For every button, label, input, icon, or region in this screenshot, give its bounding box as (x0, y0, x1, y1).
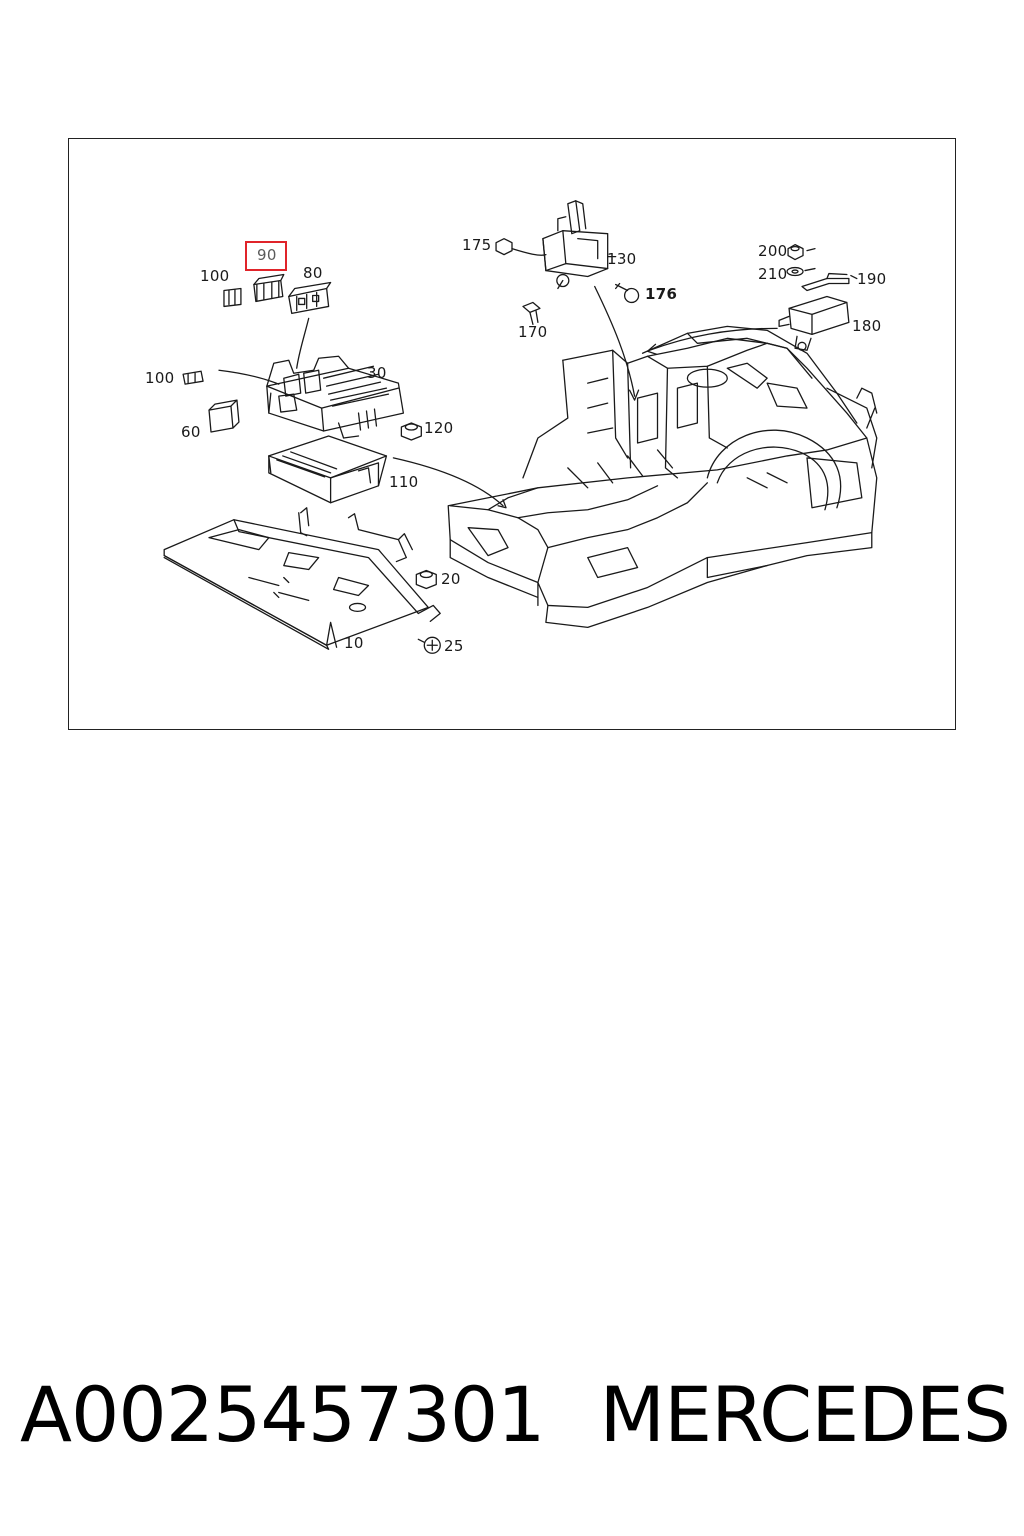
part-176-screw (615, 282, 640, 304)
callout-210: 210 (758, 265, 788, 283)
car-body-shell (447, 325, 878, 628)
part-210-washer (786, 266, 804, 277)
callout-170: 170 (518, 323, 548, 341)
callout-100-left: 100 (145, 369, 175, 387)
part-60-relay (208, 399, 240, 433)
callout-60: 60 (181, 423, 201, 441)
part-175-nut (495, 238, 547, 256)
callout-leaders (557, 247, 858, 290)
part-caption: A0025457301 MERCEDES (20, 1365, 1011, 1465)
part-190-bracket (801, 272, 850, 292)
callout-190: 190 (857, 270, 887, 288)
callout-20: 20 (441, 570, 461, 588)
callout-175: 175 (462, 236, 492, 254)
callout-80: 80 (303, 264, 323, 282)
callout-180: 180 (852, 317, 882, 335)
parts-diagram: 100 90 80 100 30 60 120 110 20 10 25 175… (68, 138, 956, 730)
callout-100-top: 100 (200, 267, 230, 285)
brand-name: MERCEDES (599, 1370, 1011, 1459)
part-30-fuse-box (266, 355, 405, 439)
part-connectors-top (223, 273, 332, 315)
callout-90-highlight: 90 (245, 241, 287, 271)
part-120-nut (400, 422, 422, 441)
part-180-module (778, 295, 850, 351)
callout-120: 120 (424, 419, 454, 437)
part-170-bolt (522, 301, 541, 326)
callout-30: 30 (367, 364, 387, 382)
part-10-bracket (163, 507, 441, 650)
callout-25: 25 (444, 637, 464, 655)
callout-200: 200 (758, 242, 788, 260)
part-20-nut (415, 569, 437, 590)
part-25-screw (417, 636, 441, 654)
callout-130: 130 (607, 250, 637, 268)
part-100-fuse (182, 370, 204, 385)
callout-10: 10 (344, 634, 364, 652)
part-130-sensor (542, 200, 609, 288)
part-110-control-module (268, 435, 388, 504)
leader-arrows (218, 285, 778, 509)
part-200-nut (787, 243, 804, 261)
part-number: A0025457301 (20, 1370, 546, 1459)
callout-110: 110 (389, 473, 419, 491)
callout-176: 176 (645, 285, 678, 303)
